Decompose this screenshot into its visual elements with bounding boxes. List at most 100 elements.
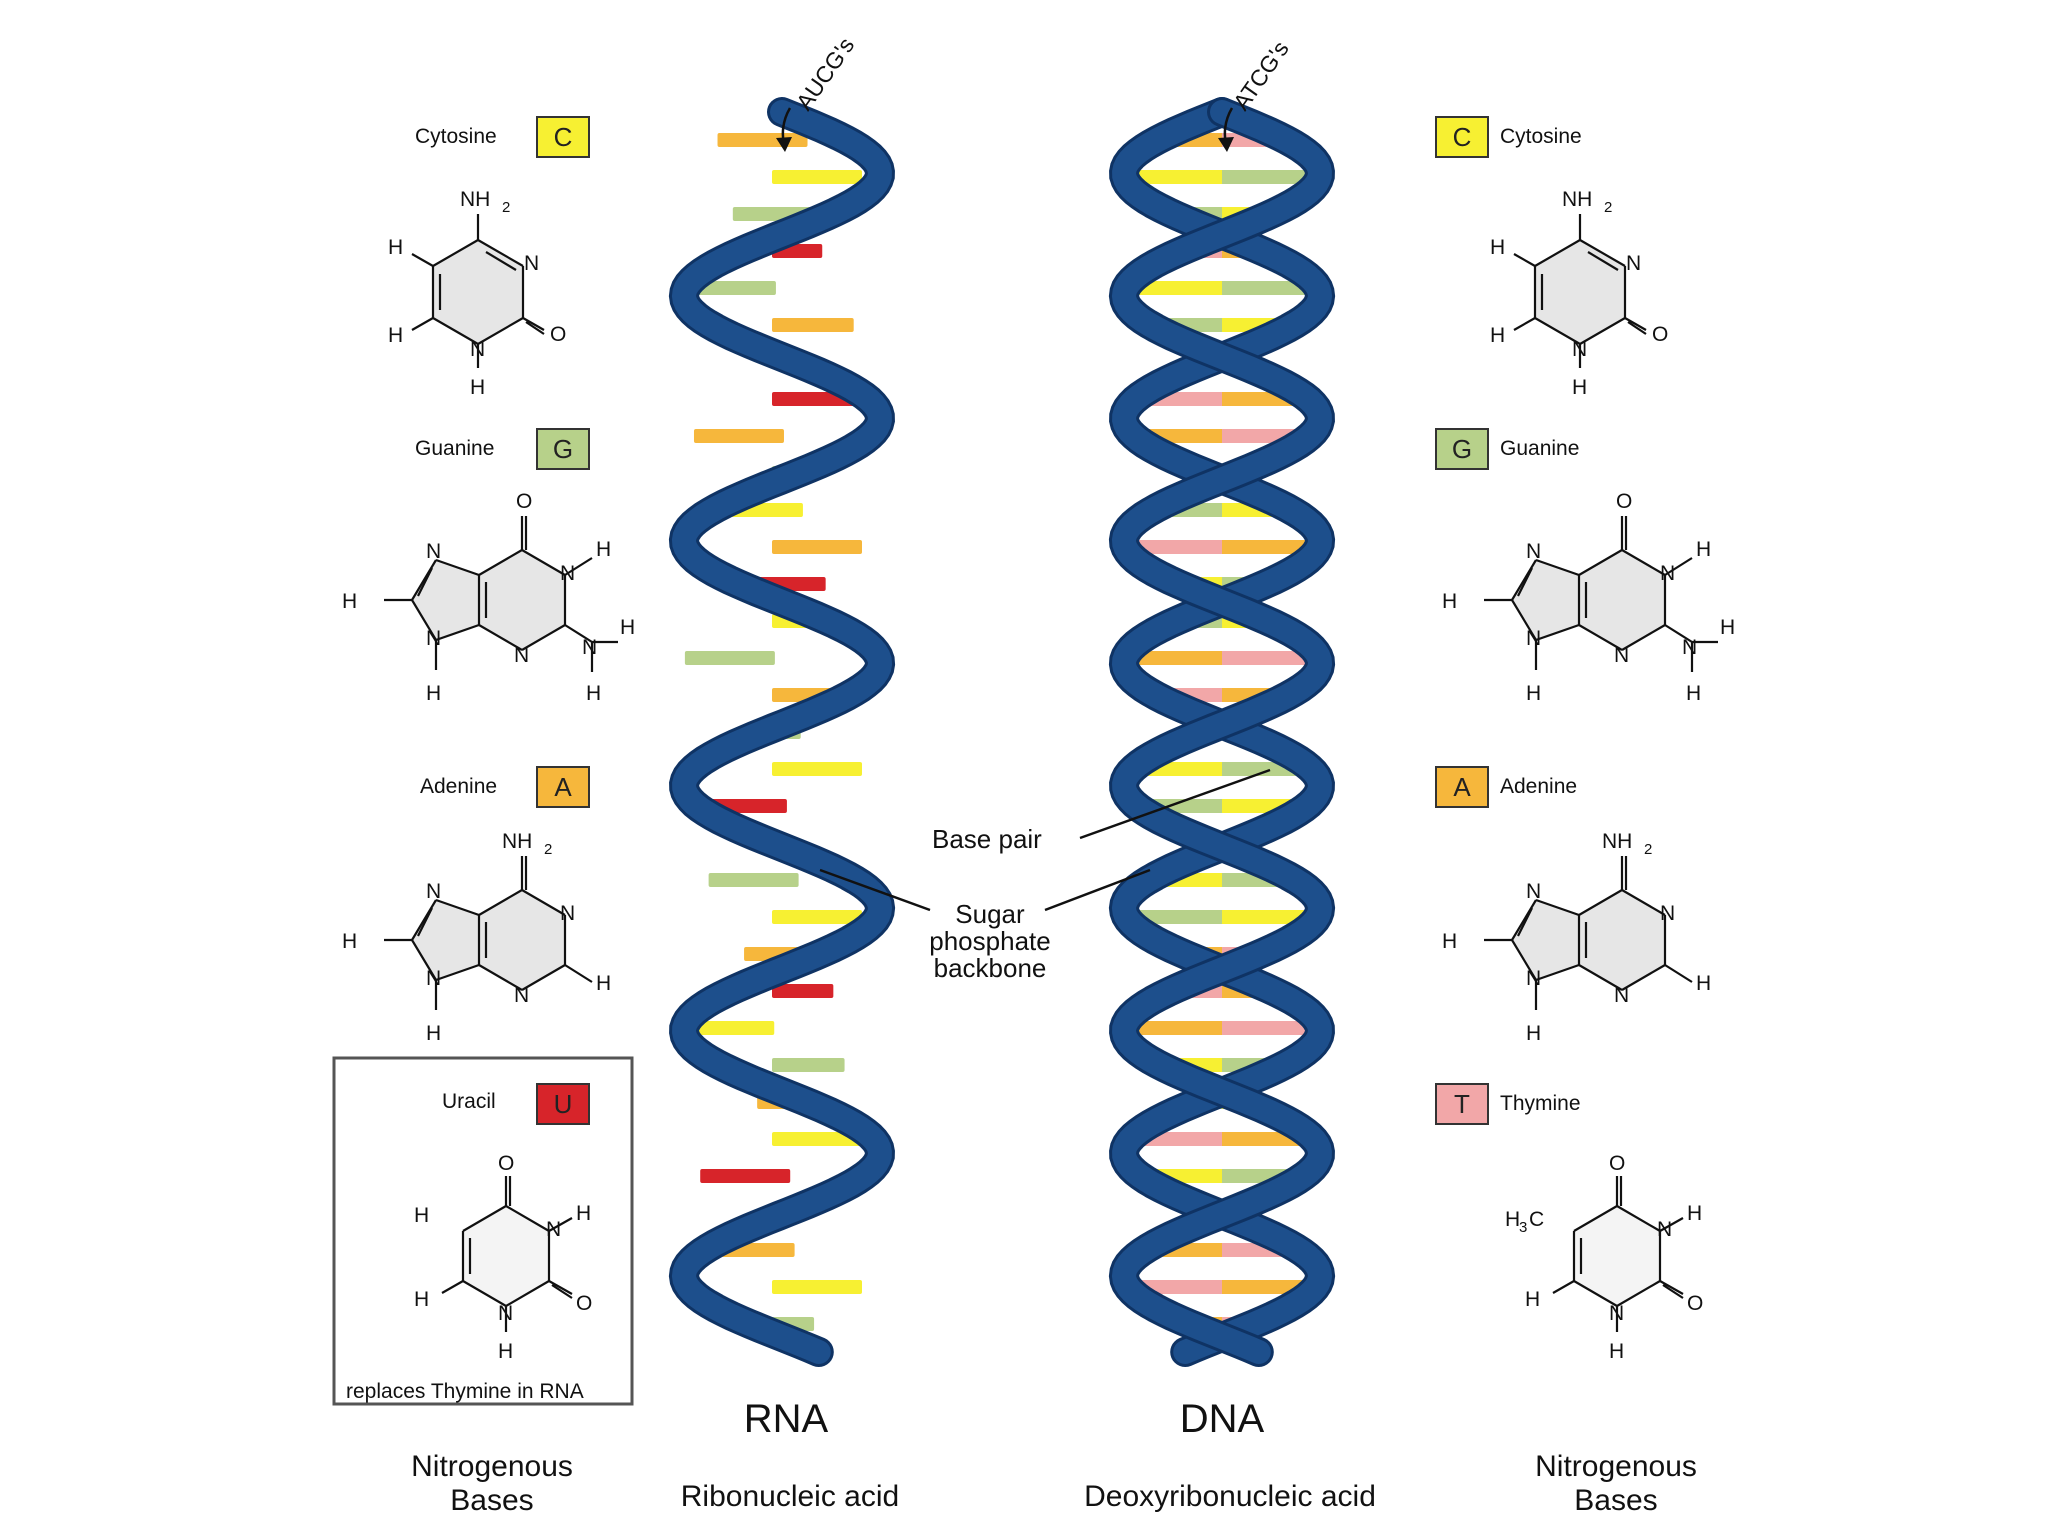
right-thymine-swatch <box>1435 1083 1489 1125</box>
right-gua-h3-atom: H <box>1686 682 1701 705</box>
left-cytosine-entry: Cytosine C NH 2 N N O H H H <box>388 116 590 399</box>
right-gua-h2-atom: H <box>1720 616 1735 639</box>
right-thy-n3-atom: N <box>1657 1218 1672 1241</box>
left-cyt-h3-atom: H <box>470 376 485 399</box>
right-adenine-entry: A Adenine NH 2 N N H N N H H <box>1435 766 1711 1045</box>
left-uracil-letter: U <box>554 1089 573 1119</box>
right-cyt-h2-atom: H <box>1490 324 1505 347</box>
left-ade-n3-atom: N <box>514 984 529 1007</box>
base-pair-label: Base pair <box>932 824 1042 854</box>
rna-base-cytosine <box>772 170 862 184</box>
right-adenine-letter: A <box>1453 772 1471 802</box>
left-uracil-entry: Uracil U O N H O N H H H replaces Thymin… <box>332 1056 634 1406</box>
uracil-note: replaces Thymine in RNA <box>346 1380 584 1403</box>
left-adenine-structure: NH 2 N N H N N H H <box>342 830 611 1045</box>
right-cytosine-entry: C Cytosine NH 2 N N O H H H <box>1435 116 1668 399</box>
sugar-label-line1: Sugar <box>955 899 1025 929</box>
left-bases-panel: Cytosine C NH 2 N N O H H H Guanine G <box>332 116 635 1517</box>
rna-base-uracil <box>772 984 834 998</box>
right-cyt-h3-atom: H <box>1572 376 1587 399</box>
dna-base-cytosine <box>1124 170 1222 184</box>
left-gua-n9-atom: N <box>426 627 441 650</box>
rna-top-arrowhead <box>776 137 792 152</box>
left-ade-h9-atom: H <box>426 1022 441 1045</box>
right-ade-n7-atom: N <box>1526 880 1541 903</box>
right-guanine-entry: G Guanine O N N H N H H N N H H <box>1435 428 1735 705</box>
right-cyt-h1-atom: H <box>1490 236 1505 259</box>
sugar-label-line2: phosphate <box>929 926 1050 956</box>
right-guanine-structure: O N N H N H H N N H H <box>1442 490 1735 705</box>
right-gua-o-atom: O <box>1616 490 1632 513</box>
right-guanine-swatch <box>1435 428 1489 470</box>
left-gua-h3-atom: H <box>586 682 601 705</box>
left-gua-o-atom: O <box>516 490 532 513</box>
dna-base-cytosine <box>1125 281 1222 295</box>
left-cytosine-letter: C <box>554 122 573 152</box>
left-ura-h1-atom: H <box>498 1340 513 1363</box>
left-guanine-structure: O N N H N H H N N H H <box>342 490 635 705</box>
left-ura-h3-atom: H <box>576 1202 591 1225</box>
left-gua-nh-atom: N <box>582 636 597 659</box>
right-gua-h-atom: H <box>1696 538 1711 561</box>
right-thy-h3c-sub: 3 <box>1519 1219 1527 1236</box>
left-ade-h-atom: H <box>596 972 611 995</box>
rna-base-cytosine <box>772 910 862 924</box>
right-gua-h8-atom: H <box>1442 590 1457 613</box>
right-thy-h6-atom: H <box>1525 1288 1540 1311</box>
right-cyt-o-atom: O <box>1652 323 1668 346</box>
left-cyt-nh2-label: NH <box>460 188 490 211</box>
dna-base-adenine <box>1124 651 1222 665</box>
left-adenine-swatch <box>536 766 590 808</box>
dna-subtitle: Deoxyribonucleic acid <box>1084 1480 1376 1513</box>
right-adenine-structure: NH 2 N N H N N H H <box>1442 830 1711 1045</box>
right-ade-n3-atom: N <box>1614 984 1629 1007</box>
sugar-pointer-rna <box>819 868 931 912</box>
left-ade-nh2-sub: 2 <box>544 841 552 858</box>
left-ura-n1-atom: N <box>498 1302 513 1325</box>
right-cytosine-name: Cytosine <box>1500 125 1582 148</box>
left-gua-h-atom: H <box>596 538 611 561</box>
right-cyt-nh2-label: NH <box>1562 188 1592 211</box>
right-thy-h3-atom: H <box>1687 1202 1702 1225</box>
right-adenine-swatch <box>1435 766 1489 808</box>
right-guanine-name: Guanine <box>1500 437 1579 460</box>
rna-base-cytosine <box>772 762 862 776</box>
right-cytosine-structure: NH 2 N N O H H H <box>1490 188 1668 399</box>
left-cyt-nh2-sub: 2 <box>502 199 510 216</box>
dna-base-adenine <box>1124 1021 1222 1035</box>
left-cyt-o-atom: O <box>550 323 566 346</box>
right-gua-n7-atom: N <box>1526 540 1541 563</box>
right-caption-line2: Bases <box>1574 1484 1657 1517</box>
rna-title: RNA <box>744 1397 829 1441</box>
dna-base-adenine <box>1222 540 1319 554</box>
right-thy-h3c-c: C <box>1529 1208 1544 1231</box>
dna-base-guanine <box>1222 281 1319 295</box>
left-ura-o-atom: O <box>498 1152 514 1175</box>
left-ade-n-atom: N <box>560 902 575 925</box>
left-adenine-letter: A <box>554 772 572 802</box>
left-guanine-swatch <box>536 428 590 470</box>
left-ade-n7-atom: N <box>426 880 441 903</box>
right-ade-h9-atom: H <box>1526 1022 1541 1045</box>
left-gua-n-atom: N <box>560 562 575 585</box>
left-ura-h5-atom: H <box>414 1204 429 1227</box>
right-cyt-nh2-sub: 2 <box>1604 199 1612 216</box>
rna-base-adenine <box>717 133 808 147</box>
left-ade-n9-atom: N <box>426 967 441 990</box>
rna-base-guanine <box>684 651 775 665</box>
left-ade-h8-atom: H <box>342 930 357 953</box>
left-gua-n3-atom: N <box>514 644 529 667</box>
dna-base-thymine <box>1222 1021 1320 1035</box>
right-ade-n9-atom: N <box>1526 967 1541 990</box>
left-gua-h9-atom: H <box>426 682 441 705</box>
left-guanine-letter: G <box>553 434 573 464</box>
left-guanine-entry: Guanine G O N N H N H H N N H H <box>342 428 635 705</box>
right-thy-o2-atom: O <box>1687 1292 1703 1315</box>
right-guanine-letter: G <box>1452 434 1472 464</box>
right-gua-n-atom: N <box>1660 562 1675 585</box>
dna-top-label-text: ATCG's <box>1228 36 1294 115</box>
right-cyt-n-atom: N <box>1626 252 1641 275</box>
right-ade-h-atom: H <box>1696 972 1711 995</box>
left-caption-line2: Bases <box>450 1484 533 1517</box>
dna-title: DNA <box>1180 1397 1265 1441</box>
